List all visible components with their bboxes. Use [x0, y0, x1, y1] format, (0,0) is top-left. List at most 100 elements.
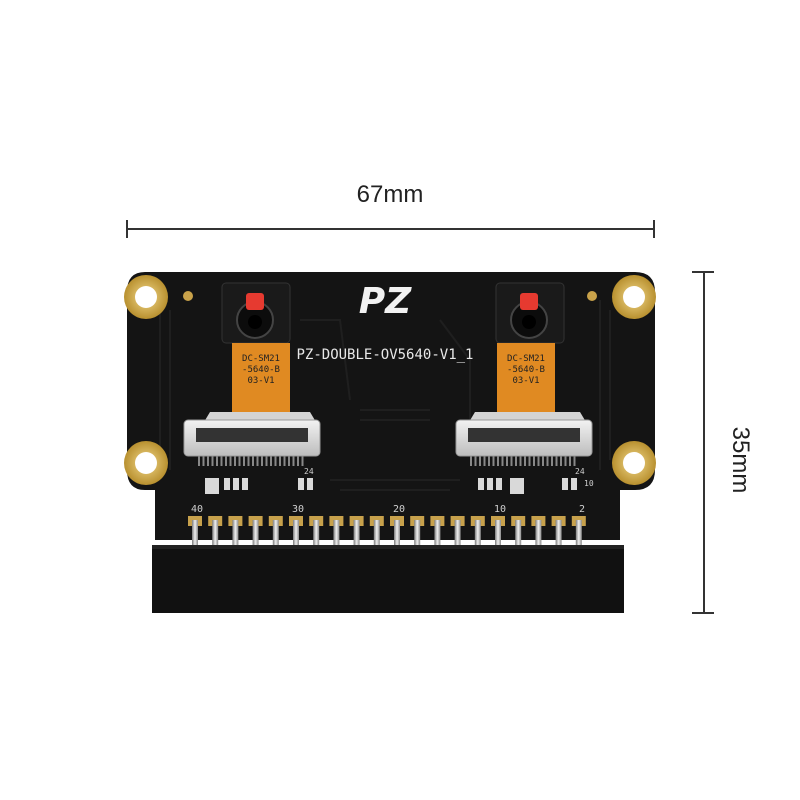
- lens-cap-left: [246, 293, 264, 310]
- pin-number-10: 10: [494, 504, 506, 515]
- connector-tooth: [243, 456, 245, 466]
- mounting-hole-top-left: [124, 275, 168, 319]
- header-pins: [188, 516, 586, 548]
- header-pin: [252, 520, 259, 548]
- camera-label-right-3: 03-V1: [512, 376, 539, 386]
- connector-tooth: [229, 456, 232, 466]
- width-dimension-tick-right: [653, 220, 655, 238]
- connector-tooth: [220, 456, 223, 466]
- connector-tooth: [279, 456, 281, 466]
- mounting-hole-top-right: [612, 275, 656, 319]
- connector-tooth: [479, 456, 481, 466]
- pin-number-30: 30: [292, 504, 304, 515]
- connector-tooth: [551, 456, 553, 466]
- camera-label-left-2: -5640-B: [242, 365, 280, 375]
- connector-tooth: [569, 456, 571, 466]
- header-pin: [373, 520, 380, 548]
- header-pin: [313, 520, 320, 548]
- camera-module-left: DC-SM21 -5640-B 03-V1: [204, 282, 316, 422]
- camera-label-right-1: DC-SM21: [507, 354, 545, 364]
- connector-tooth: [497, 456, 499, 466]
- header-pin: [434, 520, 441, 548]
- connector-tooth: [573, 456, 576, 466]
- header-pin: [232, 520, 239, 548]
- header-pin: [353, 520, 360, 548]
- pin-number-2: 2: [579, 504, 585, 515]
- header-pin: [293, 520, 299, 548]
- fpc-connector-left: [183, 419, 321, 466]
- board-name: PZ-DOUBLE-OV5640-V1_1: [296, 347, 473, 363]
- connector-tooth: [211, 456, 214, 466]
- connector-tooth: [202, 456, 205, 466]
- header-pin: [495, 520, 501, 548]
- connector-tooth: [555, 456, 558, 466]
- connector-tooth: [470, 456, 472, 466]
- connector-tooth: [528, 456, 531, 466]
- pin-number-20: 20: [393, 504, 405, 515]
- connector-tooth: [533, 456, 535, 466]
- connector-pin-label-left: 24: [304, 467, 314, 476]
- fpc-connector-right: [455, 419, 593, 466]
- connector-tooth: [501, 456, 504, 466]
- height-dimension-tick-top: [692, 271, 714, 273]
- connector-tooth: [234, 456, 236, 466]
- connector-tooth: [542, 456, 544, 466]
- header-pin: [575, 520, 582, 548]
- connector-tooth: [297, 456, 299, 466]
- camera-label-right-2: -5640-B: [507, 365, 545, 375]
- width-dimension-tick-left: [126, 220, 128, 238]
- camera-label-left-3: 03-V1: [247, 376, 274, 386]
- connector-tooth: [515, 456, 517, 466]
- connector-tooth: [483, 456, 486, 466]
- connector-tooth: [198, 456, 200, 466]
- connector-tooth: [524, 456, 526, 466]
- flex-cable-left: [232, 343, 290, 413]
- connector-tooth: [207, 456, 209, 466]
- header-pin: [333, 520, 340, 548]
- connector-tooth: [506, 456, 508, 466]
- connector-tooth: [537, 456, 540, 466]
- connector-tooth: [274, 456, 277, 466]
- mounting-hole-bottom-right: [612, 441, 656, 485]
- connector-tooth: [488, 456, 490, 466]
- header-pin: [474, 520, 481, 548]
- height-dimension-tick-bottom: [692, 612, 714, 614]
- width-dimension-line: [126, 228, 654, 230]
- pin-header: [152, 545, 624, 613]
- connector-tooth: [288, 456, 290, 466]
- header-pin: [394, 520, 400, 548]
- pin-number-40: 40: [191, 504, 203, 515]
- header-pin: [212, 520, 219, 548]
- connector-tooth: [510, 456, 513, 466]
- connector-tooth: [247, 456, 250, 466]
- connector-tooth: [252, 456, 254, 466]
- header-pin: [555, 520, 562, 548]
- connector-tooth: [216, 456, 218, 466]
- height-dimension-line: [703, 271, 705, 613]
- connector-tooth: [292, 456, 295, 466]
- connector-pin-label-right-a: 24: [575, 467, 585, 476]
- width-dimension-label: 67mm: [356, 181, 424, 208]
- connector-tooth: [238, 456, 241, 466]
- header-pin: [454, 520, 461, 548]
- header-pin: [192, 520, 198, 548]
- flex-cable-right: [497, 343, 555, 413]
- connector-tooth: [265, 456, 268, 466]
- pz-logo: PZ: [359, 281, 412, 322]
- lens-cap-right: [520, 293, 538, 310]
- header-pin: [515, 520, 522, 548]
- connector-tooth: [564, 456, 567, 466]
- connector-tooth: [225, 456, 227, 466]
- connector-pin-label-right-b: 10: [584, 479, 594, 488]
- connector-tooth: [261, 456, 263, 466]
- connector-tooth: [283, 456, 286, 466]
- connector-tooth: [546, 456, 549, 466]
- mounting-hole-bottom-left: [124, 441, 168, 485]
- header-pin: [535, 520, 542, 548]
- connector-tooth: [270, 456, 272, 466]
- connector-tooth: [301, 456, 304, 466]
- connector-tooth: [256, 456, 259, 466]
- camera-label-left-1: DC-SM21: [242, 354, 280, 364]
- connector-tooth: [474, 456, 477, 466]
